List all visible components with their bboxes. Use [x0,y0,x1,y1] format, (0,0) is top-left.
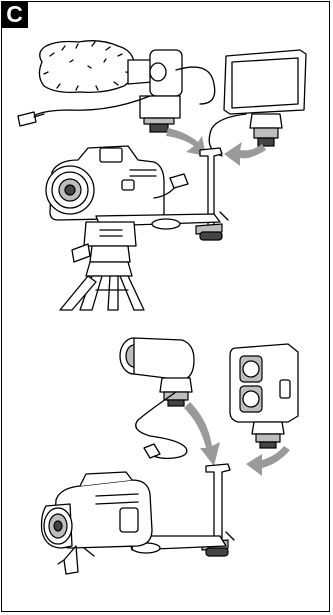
handycam-camcorder [42,472,153,574]
compact-microphone [120,338,194,458]
microphone-cable [18,96,150,126]
tripod-legs [60,262,144,310]
dslr-camera [46,146,164,220]
battery-video-light [230,344,298,448]
tripod-head [72,222,136,262]
led-video-light [209,50,306,156]
shotgun-microphone-fuzzy-windscreen [39,41,214,132]
attach-arrows [166,128,266,166]
